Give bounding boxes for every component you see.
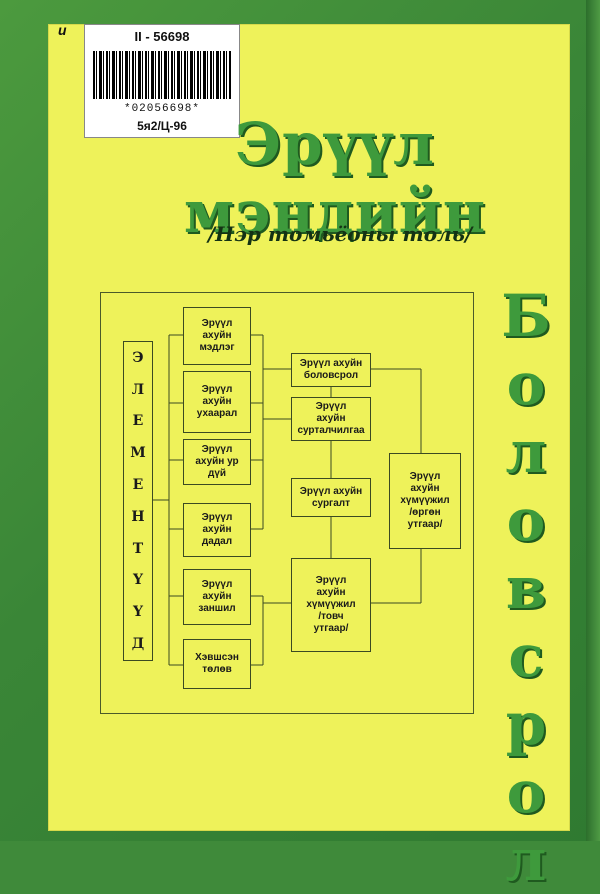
call-number: II - 56698	[134, 29, 190, 44]
node-hygiene-habits: Эрүүл ахуйн дадал	[183, 503, 251, 557]
node-hygiene-customs: Эрүүл ахуйн заншил	[183, 569, 251, 625]
node-hygiene-skills: Эрүүл ахуйн ур дүй	[183, 439, 251, 485]
vertical-letter: о	[506, 758, 546, 826]
node-hygiene-understanding: Эрүүл ахуйн ухаарал	[183, 371, 251, 433]
vertical-title: Б о л о в с р о л	[478, 282, 574, 894]
vertical-letter: о	[506, 486, 546, 554]
vertical-letter: Б	[501, 282, 551, 350]
vertical-letter: л	[505, 826, 547, 894]
elements-letter: Е	[132, 413, 144, 430]
cover-edge	[586, 0, 600, 841]
vertical-letter: с	[508, 622, 544, 690]
elements-letter: М	[130, 445, 146, 462]
node-hygiene-promotion: Эрүүл ахуйн сурталчилгаа	[291, 397, 371, 441]
book-title: Эрүүл мэндийн	[183, 110, 487, 246]
book-subtitle: /Нэр томьёоны толь/	[207, 222, 473, 246]
node-established-behavior: Хэвшсэн төлөв	[183, 639, 251, 689]
concept-diagram: Э Л Е М Е Н Т Ү Ү Д Эрүүл ахуйн мэдлэг Э…	[100, 292, 474, 714]
vertical-letter: о	[506, 350, 546, 418]
node-hygiene-upbringing-broad: Эрүүл ахуйн хүмүүжил /өргөн утгаар/	[389, 453, 461, 549]
vertical-letter: л	[505, 418, 547, 486]
elements-letter: Ү	[133, 572, 143, 589]
vertical-letter: в	[505, 554, 547, 622]
handwritten-mark: и	[58, 22, 67, 38]
node-hygiene-training: Эрүүл ахуйн сургалт	[291, 478, 371, 517]
shelf-mark: 5я2/Ц-96	[137, 119, 187, 133]
library-barcode-sticker: II - 56698 *02056698* 5я2/Ц-96	[84, 24, 240, 138]
barcode-image	[93, 51, 231, 99]
elements-letter: Н	[131, 508, 145, 525]
barcode-number: *02056698*	[123, 103, 200, 115]
vertical-letter: р	[505, 690, 547, 758]
node-hygiene-upbringing-narrow: Эрүүл ахуйн хүмүүжил /товч утгаар/	[291, 558, 371, 652]
elements-letter: Е	[132, 477, 144, 494]
elements-letter: Т	[132, 540, 144, 557]
diagram-connectors	[151, 334, 422, 666]
node-hygiene-knowledge: Эрүүл ахуйн мэдлэг	[183, 307, 251, 365]
elements-letter: Ү	[133, 604, 143, 621]
elements-letter: Л	[131, 381, 145, 398]
node-hygiene-education: Эрүүл ахуйн боловсрол	[291, 353, 371, 387]
elements-box: Э Л Е М Е Н Т Ү Ү Д	[123, 341, 153, 661]
elements-letter: Э	[132, 349, 144, 366]
elements-letter: Д	[131, 636, 145, 653]
